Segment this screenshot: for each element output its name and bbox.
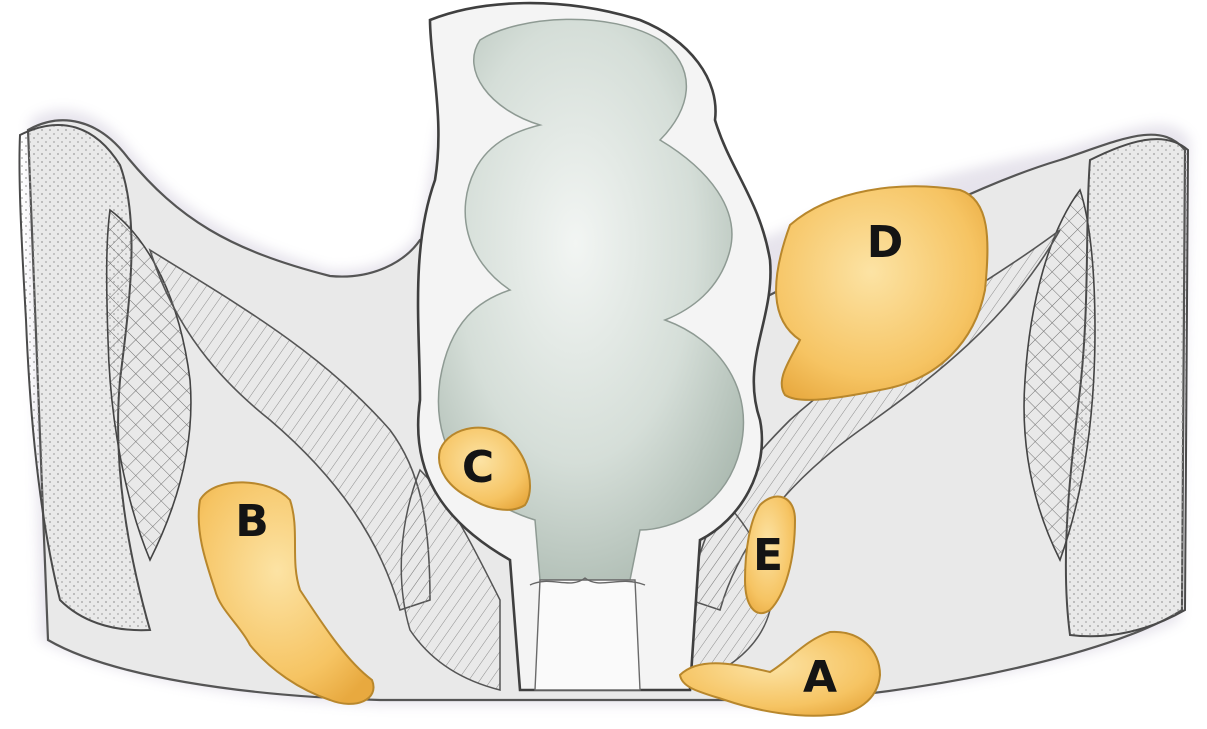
label-b: B: [235, 496, 269, 547]
label-c: C: [462, 442, 494, 493]
anal-canal: [535, 580, 640, 690]
label-e: E: [753, 530, 783, 581]
label-a: A: [803, 652, 837, 703]
label-d: D: [867, 217, 904, 268]
